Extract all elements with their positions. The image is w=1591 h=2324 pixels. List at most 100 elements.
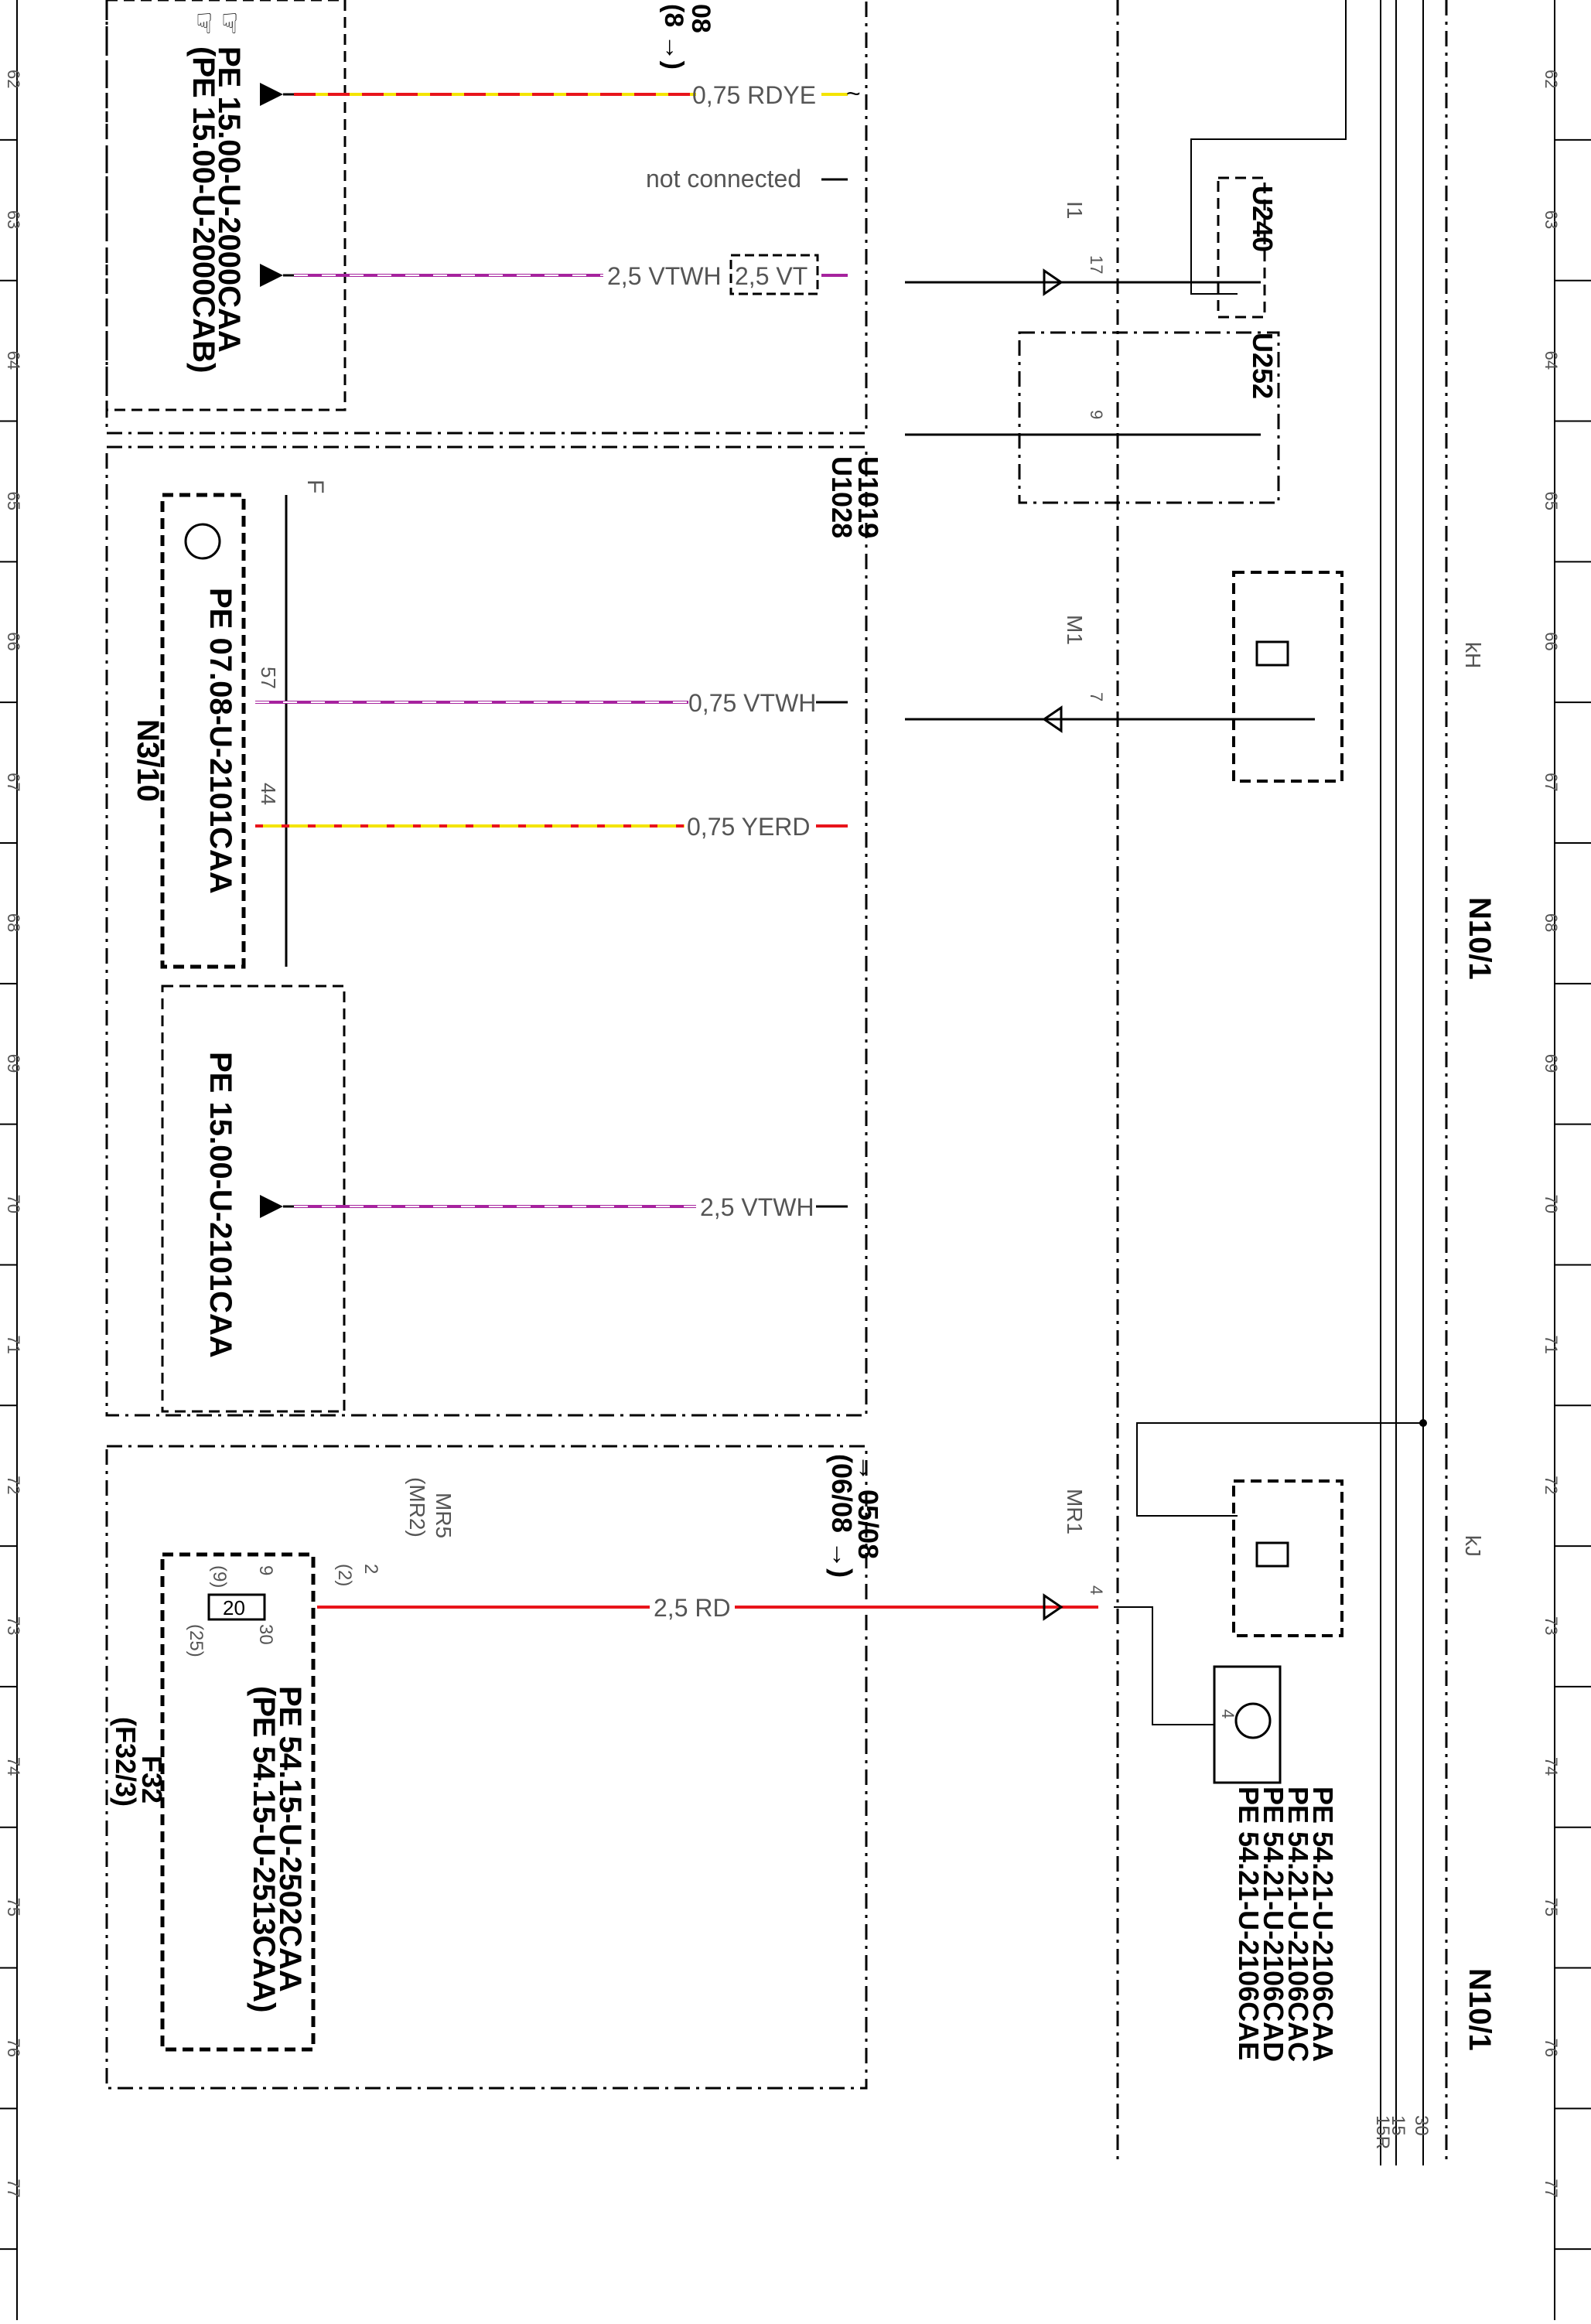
- top-outer-frame: [105, 0, 868, 435]
- pin-9p: (9): [209, 1565, 230, 1588]
- grid-number: 69: [4, 1054, 23, 1073]
- u240-label: U240: [1247, 186, 1279, 252]
- mid-doc-ref: PE 07.08-U-2101CAA: [203, 588, 237, 894]
- n10-1-label-a: N10/1: [1463, 897, 1497, 980]
- arrow-icon: [1042, 705, 1063, 733]
- arrow-icon: [1043, 1593, 1064, 1621]
- bottom-block: → 05/08 (06/08 →) MR5 (MR2) 20 (9) 9 (25…: [105, 1445, 1098, 2090]
- sensor-icon: [1234, 1702, 1272, 1739]
- junction-dot: [1419, 1419, 1427, 1427]
- pin-57: 57: [257, 667, 280, 689]
- wire-label-44: 0,75 YERD: [687, 813, 811, 841]
- pin-17: 17: [1087, 255, 1106, 274]
- sensor-wire: [1114, 1606, 1214, 1725]
- mr5-label: MR5: [432, 1493, 456, 1538]
- grid-number: 76: [1541, 2038, 1561, 2056]
- grid-number: 67: [4, 773, 23, 791]
- top-ref-arrow: (8 →): [659, 4, 688, 70]
- top-doc-ref-1: PE 15.00-U-2000CAA: [212, 46, 246, 353]
- bottom-doc-ref-1: PE 54.15-U-2502CAA: [273, 1686, 307, 1992]
- grid-number: 69: [1541, 1054, 1561, 1073]
- grid-number: 64: [1541, 351, 1561, 370]
- m1-label: M1: [1063, 615, 1087, 645]
- component-n3-10: N3/10: [131, 719, 165, 802]
- grid-number: 72: [1541, 1476, 1561, 1494]
- grid-number: 62: [1541, 70, 1561, 88]
- wire-label-vt: 2,5 VT: [735, 262, 807, 290]
- grid-number: 66: [4, 632, 23, 650]
- grid-number: 68: [1541, 913, 1561, 932]
- bottom-doc-ref-2: (PE 54.15-U-2513CAA): [247, 1686, 281, 2012]
- bus-15-label: 15: [1388, 2115, 1408, 2136]
- fuse-value: 20: [223, 1596, 245, 1619]
- pin-4: 4: [1087, 1585, 1106, 1595]
- vt-box: [729, 254, 819, 295]
- grid-number: 77: [4, 2179, 23, 2197]
- bus-30-label: 30: [1411, 2115, 1432, 2136]
- right-doc-ref-4: PE 54.21-U-2106CAE: [1233, 1787, 1265, 2060]
- pin-2: 2: [360, 1564, 381, 1574]
- u240-feed: [1190, 0, 1347, 295]
- wire-label-rdye: 0,75 RDYE: [692, 81, 816, 109]
- grid-number: 65: [1541, 491, 1561, 510]
- grid-number: 73: [1541, 1616, 1561, 1635]
- grid-number: 63: [4, 210, 23, 229]
- bottom-outer-frame: [105, 1445, 868, 2090]
- wire-label-57: 0,75 VTWH: [688, 689, 816, 717]
- mr2-label: (MR2): [405, 1477, 429, 1537]
- pin-2p: (2): [334, 1564, 355, 1586]
- n10-1-label-b: N10/1: [1463, 1968, 1497, 2051]
- top-block-frame: [105, 0, 347, 411]
- top-doc-ref-2: (PE 15.00-U-2000CAB): [186, 46, 220, 373]
- transistor-icon: [184, 523, 221, 560]
- n3-10-unit: [160, 493, 246, 969]
- mid-doc-frame: [161, 985, 346, 1413]
- grid-number: 73: [4, 1616, 23, 1635]
- grid-number: 71: [4, 1335, 23, 1353]
- mid-id-1: U1019: [852, 456, 884, 538]
- kj-label: kJ: [1461, 1535, 1485, 1557]
- grid-number: 68: [4, 913, 23, 932]
- right-doc-ref-2: PE 54.21-U-2106CAC: [1282, 1787, 1314, 2062]
- pin-4b: 4: [1218, 1709, 1238, 1718]
- grid-number: 65: [4, 491, 23, 510]
- mid-outer-frame: [105, 445, 868, 1417]
- bottom-ref-2: (06/08 →): [826, 1454, 858, 1578]
- grid-number: 75: [4, 1898, 23, 1916]
- mid-block: U1019 U1028 N3/10 F PE 07.08-U-2101CAA 5…: [105, 445, 884, 1417]
- hand-icon: ☞: [214, 11, 246, 36]
- grid-number: 74: [1541, 1757, 1561, 1776]
- hand-icon: ☞: [189, 11, 220, 36]
- grid-number: 72: [4, 1476, 23, 1494]
- grid-rulers: [16, 0, 1555, 2320]
- u240-box: [1217, 176, 1266, 319]
- grid-number: 67: [1541, 773, 1561, 791]
- relay-kj-coil: [1255, 1541, 1289, 1568]
- grid-number: 70: [4, 1195, 23, 1213]
- grid-number: 71: [1541, 1335, 1561, 1353]
- pin-9-right: 9: [1087, 410, 1106, 419]
- relay-kh-coil: [1255, 640, 1289, 667]
- grid-number: 64: [4, 351, 23, 370]
- mr1-label: MR1: [1063, 1489, 1087, 1534]
- f-label: F: [302, 479, 328, 493]
- grid-number: 76: [4, 2038, 23, 2056]
- mid-doc-ref-2: PE 15.00-U-2101CAA: [203, 1052, 237, 1358]
- kh-label: kH: [1461, 642, 1485, 668]
- bottom-ref-1: → 05/08: [852, 1454, 884, 1559]
- relay-kh-box: [1232, 571, 1343, 783]
- pin-44: 44: [257, 783, 280, 805]
- grid-number: 70: [1541, 1195, 1561, 1213]
- wire-label-vtwh-2: 2,5 VTWH: [700, 1193, 814, 1221]
- u252-label: U252: [1247, 333, 1279, 399]
- grid-number: 66: [1541, 632, 1561, 650]
- i1-label: I1: [1063, 201, 1087, 219]
- pin-25: (25): [186, 1624, 207, 1657]
- f32-label: F32: [136, 1756, 168, 1804]
- fuse-symbol: [207, 1593, 266, 1621]
- relay-kj-box: [1232, 1479, 1343, 1637]
- pin-7: 7: [1087, 692, 1106, 701]
